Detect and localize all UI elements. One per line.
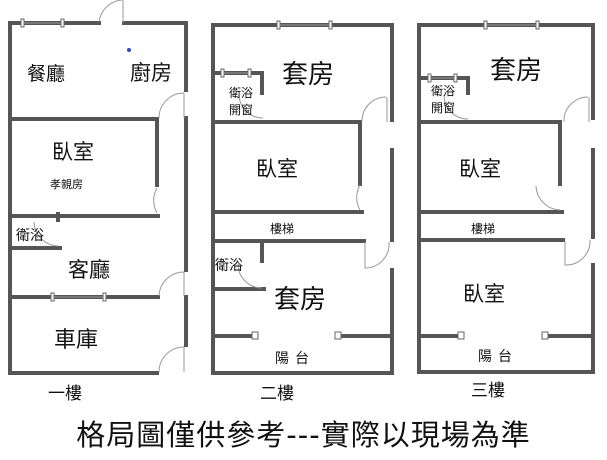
room-label-balcony: 陽台 [275,351,315,367]
room-label-bath: 衛浴 [16,228,44,244]
room-label-parents-room: 孝親房 [50,178,83,191]
floor-2-plan: 套房 衛浴 開窗 臥室 樓梯 衛浴 套房 陽台 二樓 [211,20,394,404]
floor-2-title: 二樓 [260,384,294,404]
floor-3-title: 三樓 [471,381,505,401]
room-label-suite-bottom: 套房 [274,285,326,315]
door-swing [98,0,124,23]
marker-dot [127,48,131,52]
floor-1-plan: 餐廳 廚房 臥室 孝親房 衛浴 客廳 車庫 一樓 [8,0,188,404]
room-label-balcony: 陽台 [478,349,518,365]
room-label-kitchen: 廚房 [130,61,172,85]
room-label-bedroom-bottom: 臥室 [463,282,505,306]
room-label-bedroom: 臥室 [52,140,94,164]
room-label-bath-top: 衛浴 [431,84,455,98]
room-label-garage: 車庫 [54,328,98,353]
room-label-dining: 餐廳 [27,63,65,85]
room-label-bath-bottom: 衛浴 [215,258,243,274]
disclaimer-caption: 格局圖僅供參考---實際以現場為準 [76,418,531,452]
room-label-bath-top-window: 開窗 [431,101,455,115]
room-label-bedroom: 臥室 [256,157,298,181]
room-label-stairs: 樓梯 [270,221,294,236]
floor-plan-drawing: 餐廳 廚房 臥室 孝親房 衛浴 客廳 車庫 一樓 套房 衛浴 開窗 臥室 樓梯 … [8,0,595,404]
room-label-bath-top-window: 開窗 [229,103,253,117]
floor-3-plan: 套房 衛浴 開窗 臥室 樓梯 臥室 陽台 三樓 [417,20,595,401]
room-label-stairs: 樓梯 [471,221,495,236]
room-label-suite-top: 套房 [282,60,334,90]
room-label-living: 客廳 [68,258,110,282]
floor-1-title: 一樓 [48,384,82,404]
room-label-bath-top: 衛浴 [229,86,253,100]
room-label-suite-top: 套房 [490,56,542,86]
room-label-bedroom: 臥室 [459,157,501,181]
